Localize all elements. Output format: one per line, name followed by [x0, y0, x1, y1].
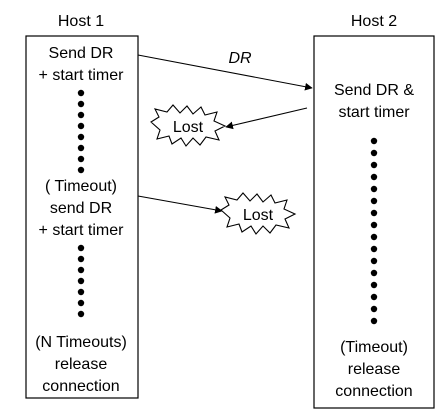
host1-send-dr-2: send DR: [50, 200, 112, 217]
wait-dot: [370, 149, 378, 157]
wait-dot: [370, 137, 378, 145]
host2-wait-dots: [370, 137, 378, 325]
host2-timeout: (Timeout): [340, 339, 408, 356]
wait-dot: [370, 185, 378, 193]
wait-dot: [77, 100, 85, 108]
host1-retry-arrow: [137, 195, 223, 214]
host1-wait-dots-1: [77, 89, 85, 174]
wait-dot: [77, 166, 85, 174]
wait-dot: [77, 155, 85, 163]
host1-start-timer: + start timer: [39, 67, 125, 84]
wait-dot: [77, 89, 85, 97]
lost-burst-2: Lost: [220, 192, 297, 235]
wait-dot: [370, 245, 378, 253]
dr-arrow: [137, 54, 313, 91]
wait-dot: [370, 173, 378, 181]
wait-dot: [370, 269, 378, 277]
wait-dot: [77, 111, 85, 119]
wait-dot: [370, 293, 378, 301]
host1-title: Host 1: [58, 13, 104, 30]
host1-n-timeouts: (N Timeouts): [35, 334, 127, 351]
host2-send-dr: Send DR &: [334, 82, 414, 99]
host1-release: release: [55, 356, 108, 373]
host1-send-dr: Send DR: [49, 45, 114, 62]
host1-timeout: ( Timeout): [45, 178, 117, 195]
wait-dot: [370, 209, 378, 217]
wait-dot: [77, 255, 85, 263]
host1-connection: connection: [42, 378, 119, 395]
host2-title: Host 2: [351, 13, 397, 30]
host2-release: release: [348, 361, 401, 378]
wait-dot: [77, 266, 85, 274]
wait-dot: [370, 197, 378, 205]
wait-dot: [77, 299, 85, 307]
lost-burst-1: Lost: [150, 104, 227, 147]
lost-label-2: Lost: [243, 207, 274, 224]
host2-box: [313, 35, 435, 409]
wait-dot: [77, 122, 85, 130]
host2-start-timer: start timer: [338, 104, 410, 121]
host1-wait-dots-2: [77, 244, 85, 318]
wait-dot: [370, 221, 378, 229]
wait-dot: [77, 244, 85, 252]
wait-dot: [77, 277, 85, 285]
wait-dot: [370, 161, 378, 169]
wait-dot: [77, 144, 85, 152]
host2-dr-arrow: [225, 107, 308, 130]
host2-connection: connection: [335, 383, 412, 400]
wait-dot: [370, 281, 378, 289]
wait-dot: [370, 305, 378, 313]
wait-dot: [370, 233, 378, 241]
lost-label-1: Lost: [173, 119, 204, 136]
wait-dot: [370, 257, 378, 265]
wait-dot: [370, 317, 378, 325]
dr-arrow-label: DR: [228, 50, 252, 67]
wait-dot: [77, 288, 85, 296]
wait-dot: [77, 133, 85, 141]
wait-dot: [77, 310, 85, 318]
host1-box: [25, 35, 139, 399]
host1-start-timer-2: + start timer: [39, 222, 125, 239]
